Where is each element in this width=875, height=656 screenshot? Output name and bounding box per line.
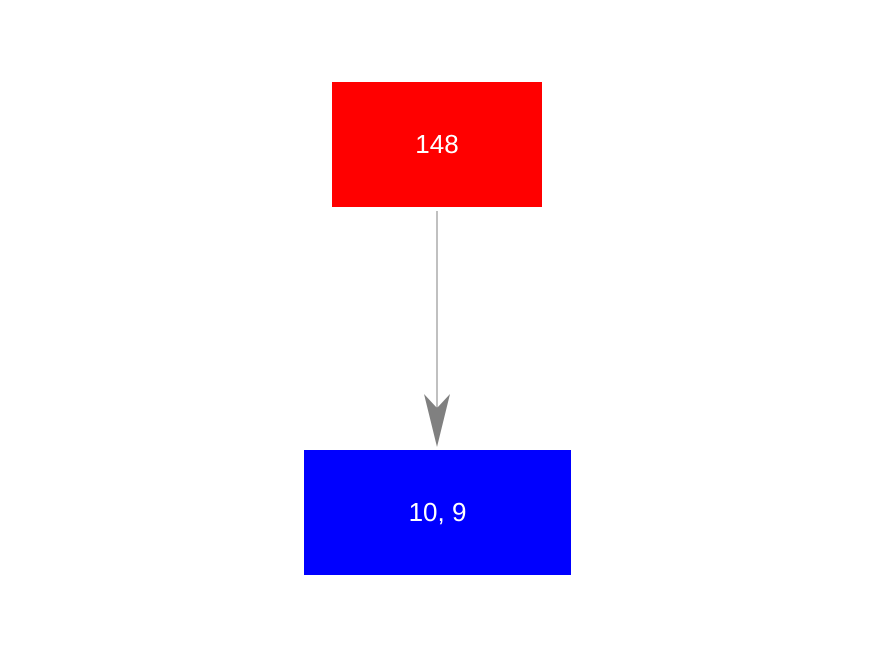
node-10-9-label: 10, 9	[408, 497, 467, 527]
node-148[interactable]: 148	[332, 82, 542, 207]
arrowhead-icon	[424, 394, 450, 447]
node-10-9[interactable]: 10, 9	[304, 450, 571, 575]
node-148-label: 148	[415, 129, 459, 159]
